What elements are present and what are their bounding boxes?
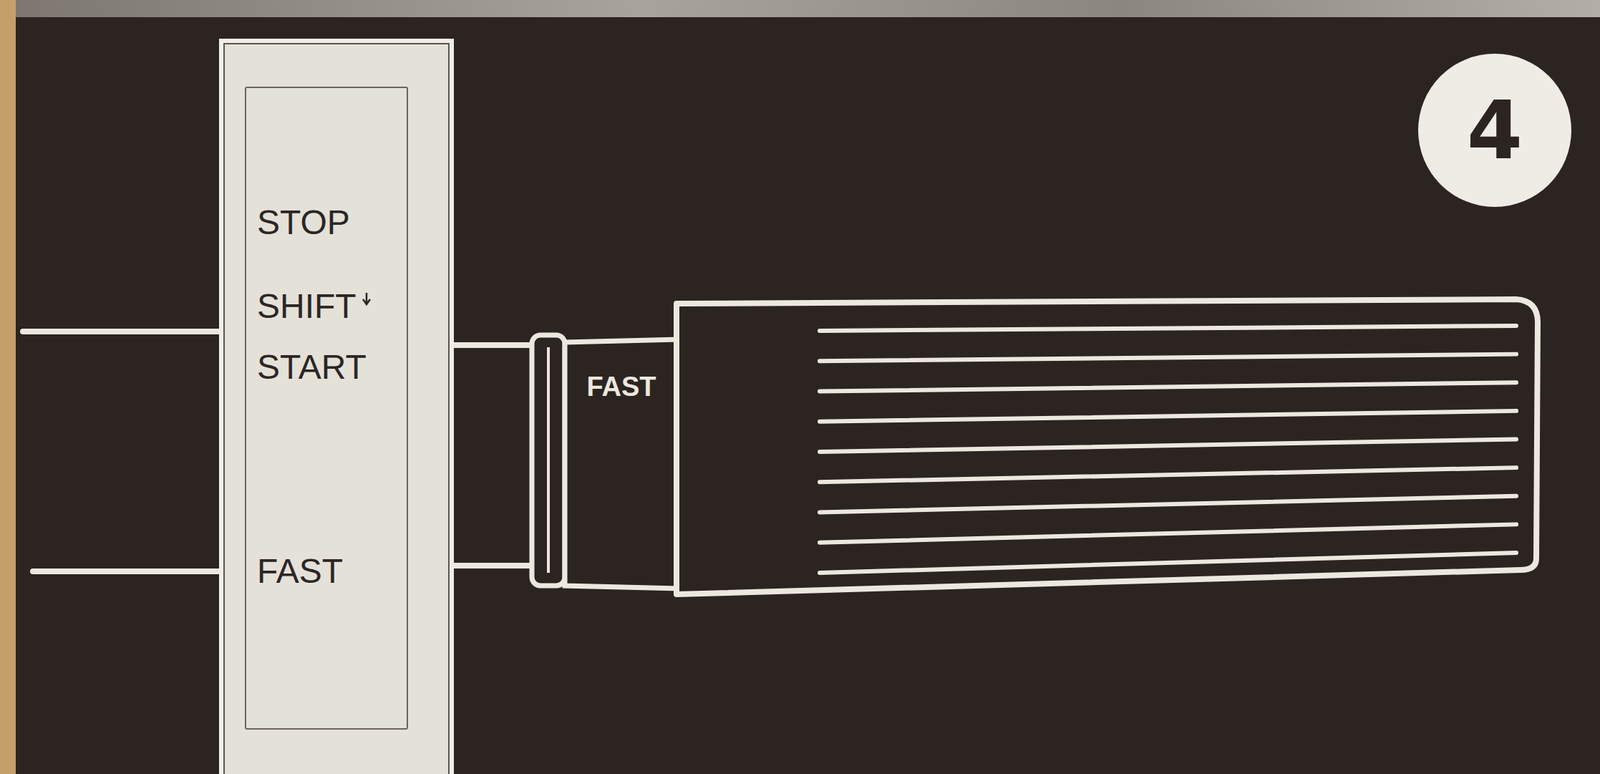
position-label: STOP	[221, 202, 351, 243]
shaft-line	[451, 562, 534, 569]
grip-rib	[819, 325, 1517, 331]
photo-strip	[0, 0, 1600, 18]
position-label: FAST	[221, 551, 343, 592]
shaft-line	[451, 342, 534, 348]
shaft-line	[22, 328, 222, 335]
grip-rib	[819, 382, 1517, 391]
collar-ring	[531, 335, 565, 586]
lever-handle	[531, 299, 1538, 595]
position-label: START	[221, 347, 367, 388]
page-edge	[0, 0, 16, 774]
collar-body	[564, 339, 679, 589]
grip-rib	[819, 354, 1517, 362]
shift-arrow-head	[362, 292, 371, 305]
grip	[676, 299, 1538, 595]
callout-number: 4	[1466, 90, 1523, 171]
indicator-panel: STOP SHIFT START FAST	[219, 38, 454, 774]
shift-arrow	[360, 291, 373, 309]
shaft-line	[32, 568, 222, 575]
collar-label: FAST	[566, 357, 676, 416]
step-badge: 4	[1418, 53, 1572, 207]
grip-rib	[819, 524, 1517, 542]
grip-rib	[819, 439, 1517, 453]
grip-rib	[819, 552, 1517, 573]
panel-window	[244, 86, 409, 730]
position-label: SHIFT	[221, 286, 357, 327]
grip-rib	[819, 467, 1517, 482]
grip-rib	[819, 410, 1517, 422]
lever-marking: FAST	[586, 372, 656, 401]
grip-rib	[819, 496, 1517, 513]
collar-ring-line	[546, 347, 550, 573]
